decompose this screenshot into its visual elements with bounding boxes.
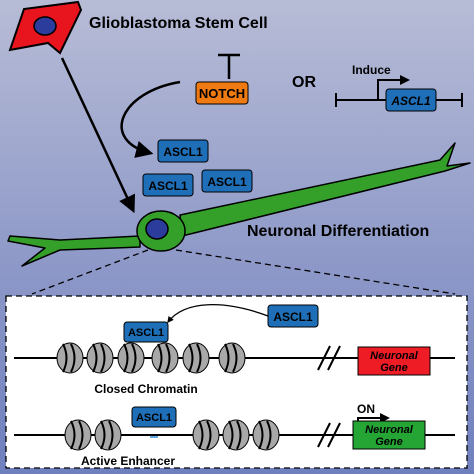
- ascl1-closed-box: [123, 321, 169, 343]
- ascl1-gene-box: [385, 88, 437, 112]
- neuronal-gene-off: [357, 346, 431, 376]
- or-label: OR: [292, 74, 316, 91]
- nucleosome: [56, 342, 84, 374]
- gene-off-line2: Gene: [380, 362, 408, 374]
- nucleosomes-active: [64, 419, 280, 451]
- active-enhancer-row: ASCL1 ON Neuronal Gene Active Enhancer: [14, 402, 455, 468]
- on-label: ON: [357, 402, 375, 416]
- ascl1-b-label: ASCL1: [148, 179, 188, 193]
- nucleosome: [252, 419, 280, 451]
- ascl1-active-label: ASCL1: [136, 412, 172, 424]
- nucleosome: [94, 419, 122, 451]
- gene-on-line2: Gene: [375, 436, 403, 448]
- nucleosome: [192, 419, 220, 451]
- ascl1-protein-c: ASCL1: [201, 169, 253, 193]
- neuron-nucleus: [145, 218, 169, 240]
- nucleosome: [64, 419, 92, 451]
- gene-on-line1: Neuronal: [365, 424, 414, 436]
- nucleosome: [218, 342, 246, 374]
- neuronal-differentiation-label: Neuronal Differentiation: [247, 223, 429, 240]
- notch-label: NOTCH: [199, 86, 245, 101]
- nucleosome: [222, 419, 250, 451]
- ascl1-protein-b: ASCL1: [142, 173, 194, 197]
- nucleosomes-closed: [56, 342, 246, 374]
- nucleosome: [117, 342, 145, 374]
- ascl1-incoming-label: ASCL1: [273, 310, 313, 324]
- ascl1-c-label: ASCL1: [207, 175, 247, 189]
- differentiation-arrow: [60, 57, 136, 214]
- gene-off-line1: Neuronal: [370, 350, 419, 362]
- ascl1-active-box: [131, 406, 177, 428]
- notch-box: [195, 81, 249, 105]
- nucleosome: [86, 342, 114, 374]
- neuron-axon: [179, 142, 471, 237]
- stem-cell-nucleus: [33, 16, 57, 36]
- induce-label: Induce: [352, 63, 391, 77]
- neuron: [7, 142, 471, 267]
- induce-ascl1: Induce ASCL1: [335, 63, 463, 112]
- ascl1-closed-label: ASCL1: [128, 327, 164, 339]
- notch-inhibition: NOTCH: [195, 53, 249, 105]
- ascl1-incoming: ASCL1: [267, 304, 319, 328]
- stem-cell-label: Glioblastoma Stem Cell: [89, 15, 268, 32]
- ascl1-a-label: ASCL1: [163, 145, 203, 159]
- active-enhancer-label: Active Enhancer: [81, 454, 175, 468]
- binding-arrow: [167, 304, 269, 324]
- nucleosome: [182, 342, 210, 374]
- zoom-line-right: [175, 249, 456, 295]
- closed-chromatin-row: ASCL1 Neuronal Gene Closed Chromatin: [14, 321, 455, 396]
- ascl1-induction-arrow: [120, 80, 181, 158]
- ascl1-protein-a: ASCL1: [157, 139, 209, 163]
- glioblastoma-stem-cell: [8, 0, 83, 55]
- neuron-dendrite: [7, 235, 141, 267]
- neuronal-gene-on: [352, 420, 426, 450]
- ascl1-gene-label: ASCL1: [390, 94, 431, 108]
- nucleosome: [151, 342, 179, 374]
- promoter-arrow: [377, 75, 410, 99]
- closed-chromatin-label: Closed Chromatin: [94, 382, 197, 396]
- zoom-line-left: [31, 249, 149, 295]
